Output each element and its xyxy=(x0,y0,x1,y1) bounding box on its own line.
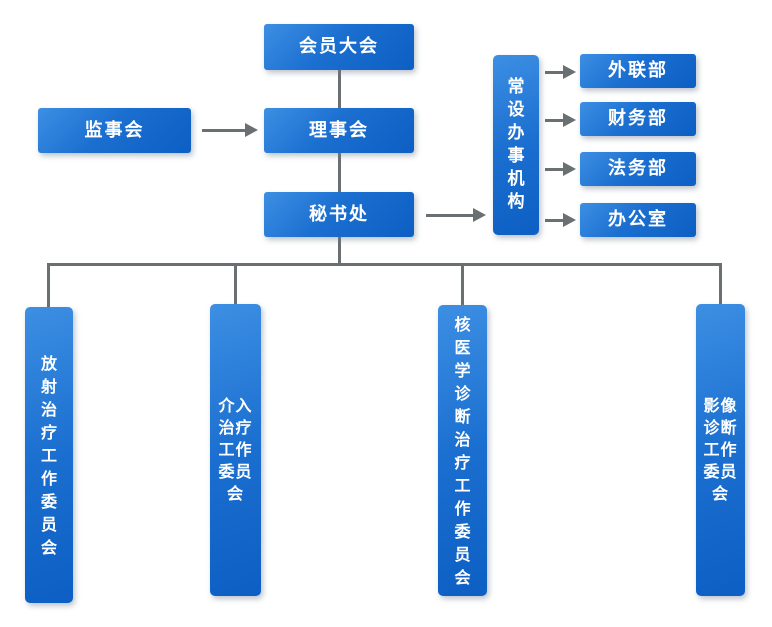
connector-council-to-secretariat xyxy=(338,152,341,193)
node-label: 放 射 治 疗 工 作 委 员 会 xyxy=(40,353,57,557)
arrow-head-icon xyxy=(245,123,258,137)
node-dept-external-liaison: 外联部 xyxy=(580,54,696,88)
node-dept-finance: 财务部 xyxy=(580,102,696,136)
arrow-to-dept-1-icon xyxy=(545,65,576,79)
connector-drop-committee-2 xyxy=(234,263,237,304)
node-label: 法务部 xyxy=(608,158,668,179)
node-secretariat: 秘书处 xyxy=(264,192,414,237)
arrow-head-icon xyxy=(473,208,486,222)
arrow-head-icon xyxy=(563,213,576,227)
connector-drop-committee-3 xyxy=(461,263,464,305)
arrow-head-icon xyxy=(563,162,576,176)
node-label: 介入 治疗 工作 委员 会 xyxy=(218,396,253,503)
arrow-shaft xyxy=(545,218,563,222)
node-standing-office: 常 设 办 事 机 构 xyxy=(493,55,539,235)
node-label: 外联部 xyxy=(608,60,668,81)
node-label: 理事会 xyxy=(309,119,369,141)
arrow-head-icon xyxy=(563,113,576,127)
node-council: 理事会 xyxy=(264,108,414,153)
node-label: 办公室 xyxy=(608,209,668,230)
node-committee-interventional-therapy: 介入 治疗 工作 委员 会 xyxy=(210,304,261,596)
connector-drop-committee-1 xyxy=(47,263,50,307)
arrow-supervisory-to-council-icon xyxy=(202,123,258,137)
connector-secretariat-to-bar xyxy=(338,236,341,265)
arrow-to-dept-4-icon xyxy=(545,213,576,227)
arrow-to-dept-3-icon xyxy=(545,162,576,176)
node-committee-nuclear-medicine: 核 医 学 诊 断 治 疗 工 作 委 员 会 xyxy=(438,305,487,596)
arrow-shaft xyxy=(545,118,563,122)
arrow-head-icon xyxy=(563,65,576,79)
node-label: 财务部 xyxy=(608,108,668,129)
node-dept-office: 办公室 xyxy=(580,203,696,237)
arrow-shaft xyxy=(426,213,473,217)
connector-distribution-bar xyxy=(47,263,722,266)
node-committee-radiotherapy: 放 射 治 疗 工 作 委 员 会 xyxy=(25,307,73,603)
node-committee-imaging-diagnosis: 影像 诊断 工作 委员 会 xyxy=(696,304,745,596)
node-label: 监事会 xyxy=(84,119,145,141)
node-label: 常 设 办 事 机 构 xyxy=(507,77,525,212)
node-label: 会员大会 xyxy=(299,36,379,57)
connector-congress-to-council xyxy=(338,69,341,109)
node-member-congress: 会员大会 xyxy=(264,24,414,70)
connector-drop-committee-4 xyxy=(719,263,722,304)
arrow-to-dept-2-icon xyxy=(545,113,576,127)
arrow-shaft xyxy=(202,128,245,132)
arrow-shaft xyxy=(545,167,563,171)
arrow-secretariat-to-office-icon xyxy=(426,208,486,222)
arrow-shaft xyxy=(545,70,563,74)
node-label: 核 医 学 诊 断 治 疗 工 作 委 员 会 xyxy=(454,314,471,587)
node-label: 秘书处 xyxy=(309,203,369,225)
node-supervisory-board: 监事会 xyxy=(38,108,191,153)
node-label: 影像 诊断 工作 委员 会 xyxy=(703,396,738,503)
node-dept-legal: 法务部 xyxy=(580,152,696,186)
